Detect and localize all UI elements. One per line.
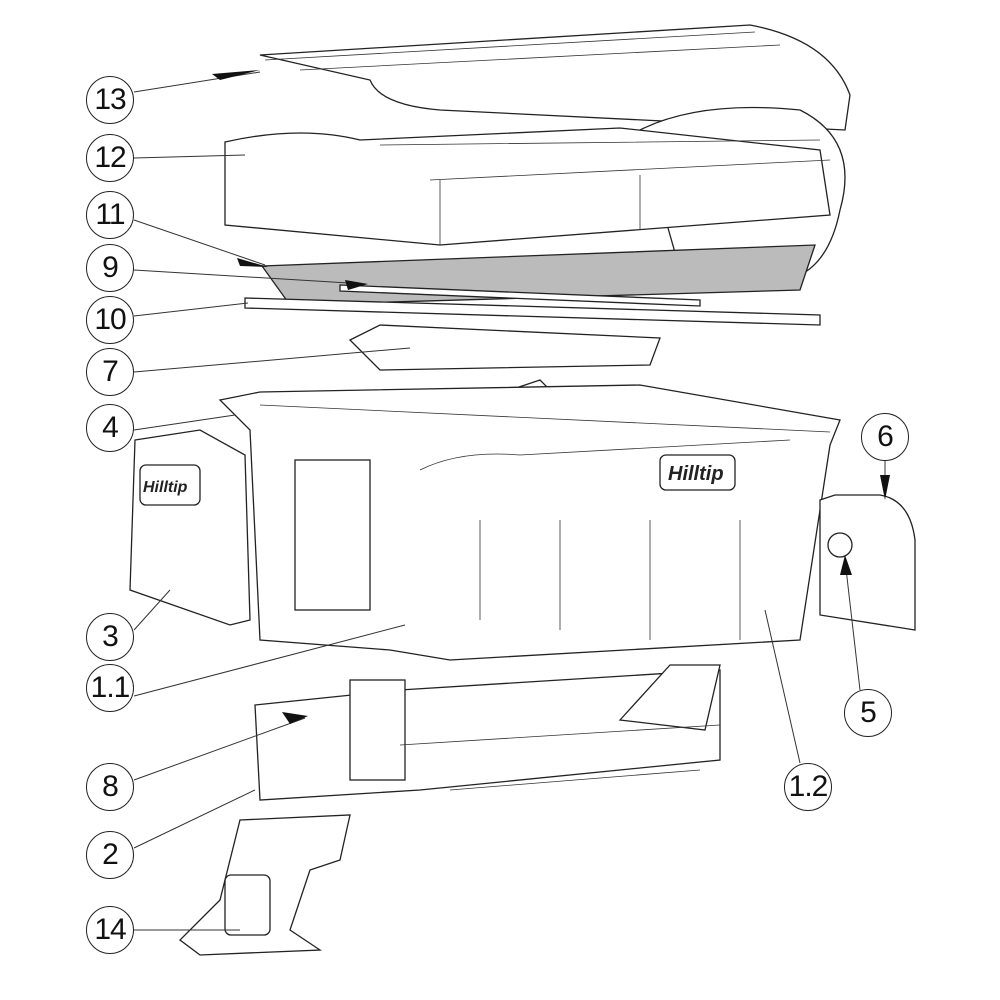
callout-5: 5 — [844, 689, 892, 737]
callout-1-1: 1.1 — [86, 664, 134, 712]
leader-lines — [133, 70, 890, 931]
part-bars — [244, 284, 821, 326]
callout-12: 12 — [86, 134, 134, 182]
callout-1-2: 1.2 — [784, 763, 832, 811]
part-frame — [224, 127, 831, 246]
callout-11: 11 — [86, 191, 134, 239]
callout-4: 4 — [86, 404, 134, 452]
callout-9: 9 — [86, 244, 134, 292]
callout-3: 3 — [86, 613, 134, 661]
callout-10: 10 — [86, 296, 134, 344]
callout-13: 13 — [86, 76, 134, 124]
svg-text:Hilltip: Hilltip — [143, 479, 188, 496]
part-hopper: Hilltip — [218, 384, 841, 661]
callout-7: 7 — [86, 348, 134, 396]
callout-14: 14 — [86, 906, 134, 954]
part-chassis — [254, 664, 721, 801]
part-end-plate — [819, 494, 916, 631]
callout-2: 2 — [86, 831, 134, 879]
svg-text:Hilltip: Hilltip — [668, 463, 724, 485]
part-control-box: Hilltip — [129, 429, 251, 626]
callout-8: 8 — [86, 763, 134, 811]
callout-6: 6 — [861, 413, 909, 461]
part-mount-bracket — [179, 814, 351, 956]
